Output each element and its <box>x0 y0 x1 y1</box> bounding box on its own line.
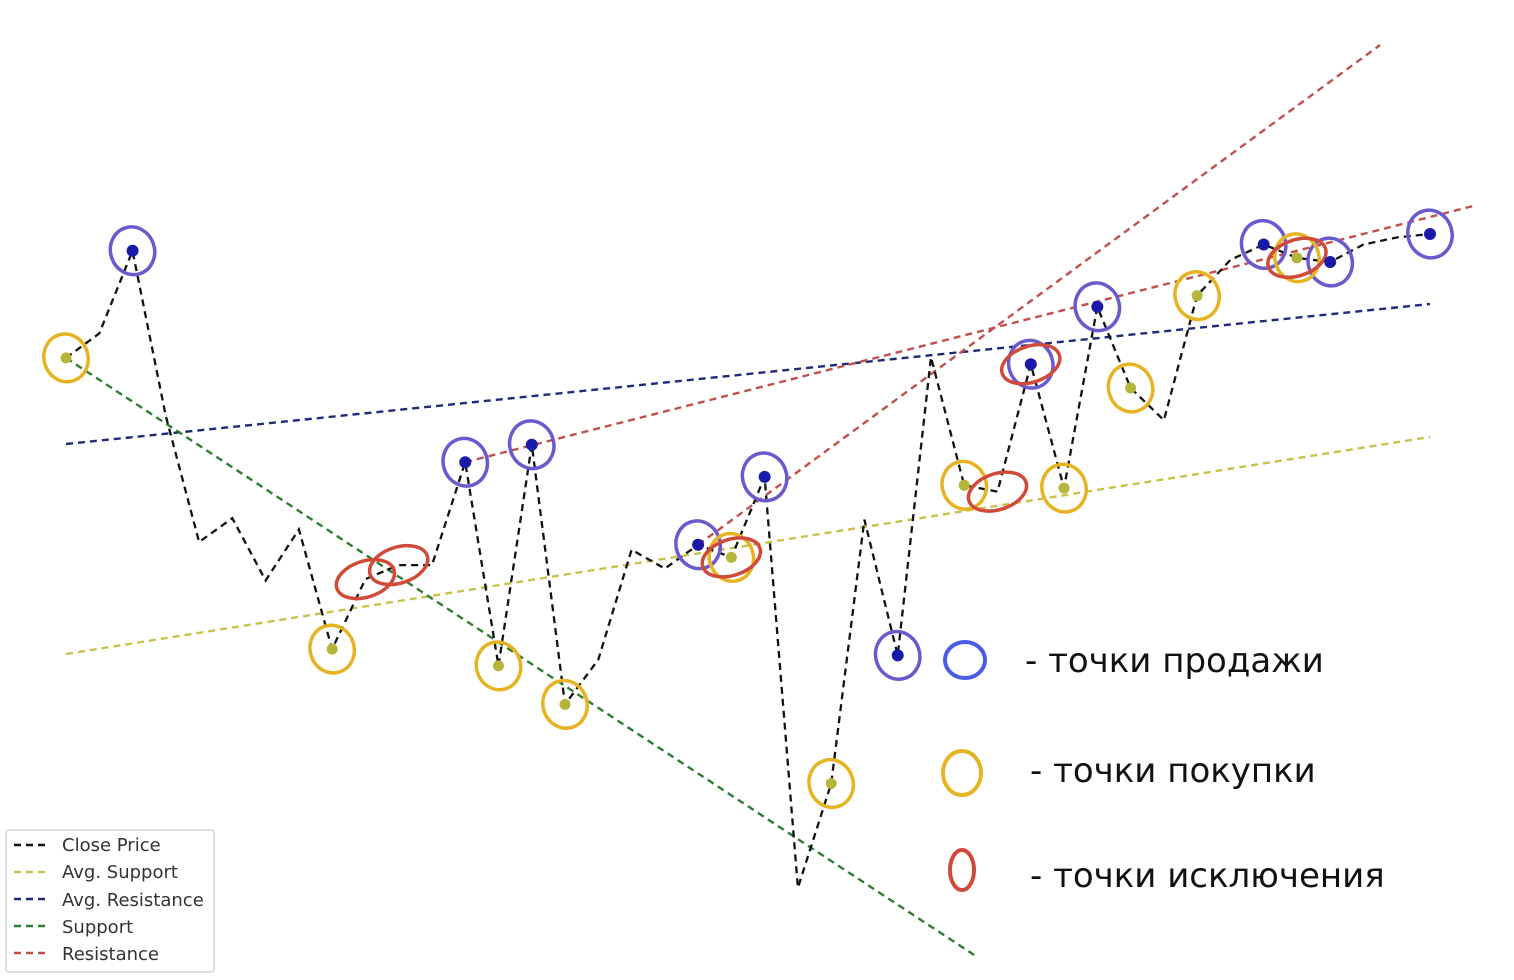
sell-ring <box>441 436 490 488</box>
avg-support-line <box>65 435 1431 656</box>
annotation-exception: - точки исключения <box>1030 856 1385 896</box>
annotation-block: - точки продажи - точки покупки - точки … <box>941 640 1385 896</box>
sell-ring <box>1406 208 1454 260</box>
sell-point <box>1024 358 1037 371</box>
sell-point <box>692 538 705 551</box>
resistance-line-steep <box>697 44 1381 546</box>
sell-ring <box>740 451 789 503</box>
legend-label-close-price: Close Price <box>62 835 161 856</box>
sell-point <box>126 244 139 257</box>
sell-ring <box>108 225 157 277</box>
legend-label-avg-resistance: Avg. Resistance <box>62 890 204 911</box>
sell-ring <box>1306 236 1355 288</box>
buy-point <box>1191 290 1203 302</box>
legend: Close Price Avg. Support Avg. Resistance… <box>5 829 215 973</box>
buy-point <box>1125 382 1137 394</box>
buy-ring <box>474 640 523 692</box>
sell-marker-icon <box>943 640 987 680</box>
buy-ring <box>807 757 856 810</box>
exception-ring <box>999 342 1062 386</box>
buy-ring <box>308 623 357 675</box>
exception-ring <box>334 557 397 601</box>
buy-point <box>60 352 72 364</box>
sell-point <box>459 456 472 469</box>
exception-ring <box>700 536 763 579</box>
buy-point <box>725 551 737 563</box>
buy-point <box>1058 482 1070 494</box>
exception-ring <box>1266 236 1328 280</box>
sell-point <box>1091 300 1104 313</box>
legend-label-avg-support: Avg. Support <box>62 862 178 883</box>
exception-ring <box>966 470 1029 513</box>
buy-ring <box>1106 362 1155 414</box>
exception-marker-icon <box>948 848 976 892</box>
legend-label-support: Support <box>62 917 133 938</box>
sell-point <box>1324 256 1337 268</box>
avg-resistance-line <box>65 302 1431 446</box>
annotation-buy: - точки покупки <box>1030 751 1316 791</box>
hand-drawn-markers <box>42 208 1454 810</box>
sell-point <box>1257 238 1270 251</box>
point-markers <box>60 228 1436 789</box>
sell-ring <box>873 629 922 681</box>
buy-marker-icon <box>941 749 983 797</box>
close-price-line <box>65 232 1431 889</box>
buy-point <box>492 660 504 672</box>
legend-label-resistance: Resistance <box>62 944 159 965</box>
buy-point <box>559 698 571 710</box>
sell-point <box>758 470 771 483</box>
buy-ring <box>541 678 589 730</box>
sell-ring <box>507 419 556 471</box>
buy-ring <box>1272 232 1321 284</box>
sell-point <box>525 438 538 451</box>
buy-ring <box>1173 270 1222 322</box>
sell-ring <box>1073 281 1122 333</box>
sell-point <box>891 649 904 662</box>
resistance-line <box>464 204 1474 464</box>
buy-point <box>326 643 338 655</box>
sell-point <box>1424 228 1436 240</box>
buy-point <box>1291 252 1303 264</box>
buy-ring <box>1040 462 1088 514</box>
sell-ring <box>1006 338 1055 390</box>
buy-ring <box>42 332 90 384</box>
buy-point <box>958 479 970 491</box>
exception-ring <box>367 543 430 587</box>
annotation-sell: - точки продажи <box>1025 641 1324 681</box>
legend-box <box>5 829 215 973</box>
buy-point <box>825 778 837 789</box>
buy-ring <box>707 531 756 583</box>
